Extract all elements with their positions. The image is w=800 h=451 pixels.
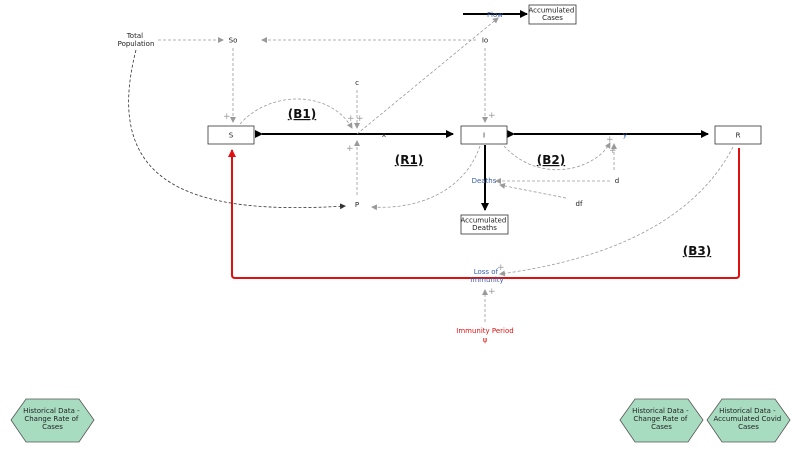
polarity-sign: + [497,263,505,273]
loop-r1-label: (R1) [395,153,424,167]
link-i-flow [356,17,499,135]
p-label[interactable]: P [355,201,359,209]
hex-line: Historical Data - [23,407,80,415]
stock-r[interactable]: R [714,125,762,145]
flow-arrow-loss-of-immunity [228,148,740,279]
link-i-p [371,145,481,211]
loop-b1-label: (B1) [288,107,316,121]
polarity-sign: + [606,135,614,145]
historical-data-right-2[interactable]: Historical Data - Accumulated Covid Case… [706,398,791,443]
c-label[interactable]: c [355,79,359,87]
link-df-deaths [499,183,567,199]
stock-s[interactable]: S [207,125,255,145]
hex-line: Historical Data - [632,407,689,415]
polarity-sign: + [346,144,354,154]
hex-line: Historical Data - [719,407,776,415]
polarity-sign: + [347,114,355,124]
historical-data-right-1[interactable]: Historical Data - Change Rate of Cases [619,398,704,443]
y-flow-label[interactable]: y [623,131,627,139]
total-population-label[interactable]: Total Population [118,32,155,48]
accumulated-deaths-label: Accumulated Deaths [460,217,508,233]
total-population-line1: Total [126,32,143,40]
hex-line: Change Rate of [633,415,688,423]
loss-of-immunity-line2: Immunity [470,276,503,284]
accumulated-cases-line1: Accumulated [528,7,574,15]
polarity-sign: + [488,287,496,297]
polarity-sign: + [223,112,231,122]
accumulated-cases-label: Accumulated Cases [528,7,576,23]
link-s-x [239,98,353,129]
link-total-population-p [128,49,346,210]
polarity-sign: + [356,114,364,124]
historical-data-right-1-label: Historical Data - Change Rate of Cases [632,407,691,431]
accumulated-deaths-line2: Deaths [472,224,497,232]
hex-line: Cases [651,423,672,431]
so-label[interactable]: So [229,37,238,45]
df-label[interactable]: df [576,200,583,208]
accumulated-deaths-line1: Accumulated [460,217,506,225]
flow-label[interactable]: Flow [487,11,503,19]
accumulated-cases-line2: Cases [542,14,563,22]
stock-accumulated-deaths[interactable]: Accumulated Deaths [460,214,509,235]
hex-line: Cases [738,423,759,431]
hex-line: Cases [42,423,63,431]
polarity-sign: + [609,146,617,156]
stock-i-label: I [483,132,485,140]
hex-line: Change Rate of [24,415,79,423]
link-i-y [503,142,611,171]
io-label[interactable]: Io [482,37,488,45]
stock-s-label: S [229,132,234,140]
total-population-line2: Population [118,40,155,48]
loss-of-immunity-label[interactable]: Loss of Immunity [470,268,503,284]
d-label[interactable]: d [615,177,619,185]
loop-b3-label: (B3) [683,244,711,258]
hex-line: Accumulated Covid [714,415,782,423]
stock-accumulated-cases[interactable]: Accumulated Cases [528,4,577,25]
polarity-sign: + [488,111,496,121]
historical-data-right-2-label: Historical Data - Accumulated Covid Case… [714,407,784,431]
historical-data-left[interactable]: Historical Data - Change Rate of Cases [10,398,95,443]
historical-data-left-label: Historical Data - Change Rate of Cases [23,407,82,431]
loop-b2-label: (B2) [537,153,565,167]
loss-of-immunity-line1: Loss of [474,268,499,276]
immunity-period-label[interactable]: Immunity Period [456,327,513,335]
deaths-flow-label[interactable]: Deaths [472,177,497,185]
stock-r-label: R [736,132,741,140]
stock-i[interactable]: I [460,125,508,145]
x-flow-label[interactable]: x [382,131,386,139]
link-r-loss-of-immunity [499,146,734,277]
immunity-period-symbol: ψ [483,336,488,344]
